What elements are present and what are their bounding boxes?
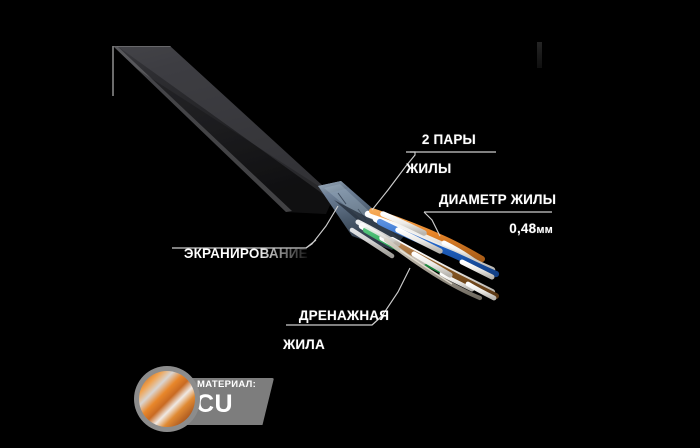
callout-conductor-diameter: ДИАМЕТР ЖИЛЫ 0,48мм [423,178,557,266]
callout-drain-wire: ДРЕНАЖНАЯ ЖИЛА [283,294,389,381]
callout-pairs-line2: ЖИЛЫ [406,160,452,176]
callout-diameter-value: 0,48 [509,220,537,236]
copper-disc-icon [139,371,195,427]
copper-ring [134,366,200,432]
callout-drain-line1: ДРЕНАЖНАЯ [298,307,390,323]
cable-outer-jacket [112,46,334,214]
callout-shielding: ЭКРАНИРОВАНИЕ [168,232,308,276]
callout-pairs: 2 ПАРЫ ЖИЛЫ [406,118,476,205]
foil-shield [318,181,404,250]
callout-shielding-label: ЭКРАНИРОВАНИЕ [183,245,308,261]
callout-diameter-unit: мм [536,223,553,236]
material-badge: МАТЕРИАЛ: CU [134,366,274,438]
callout-pairs-line1: 2 ПАРЫ [421,131,476,147]
badge-material-value: CU [196,390,234,418]
corner-artifact-mark [537,42,542,68]
callout-diameter-label: ДИАМЕТР ЖИЛЫ [438,191,557,207]
callout-drain-line2: ЖИЛА [283,336,325,352]
badge-material-label: МАТЕРИАЛ: [197,379,257,390]
callout-diameter-value-row: 0,48мм [423,220,553,237]
